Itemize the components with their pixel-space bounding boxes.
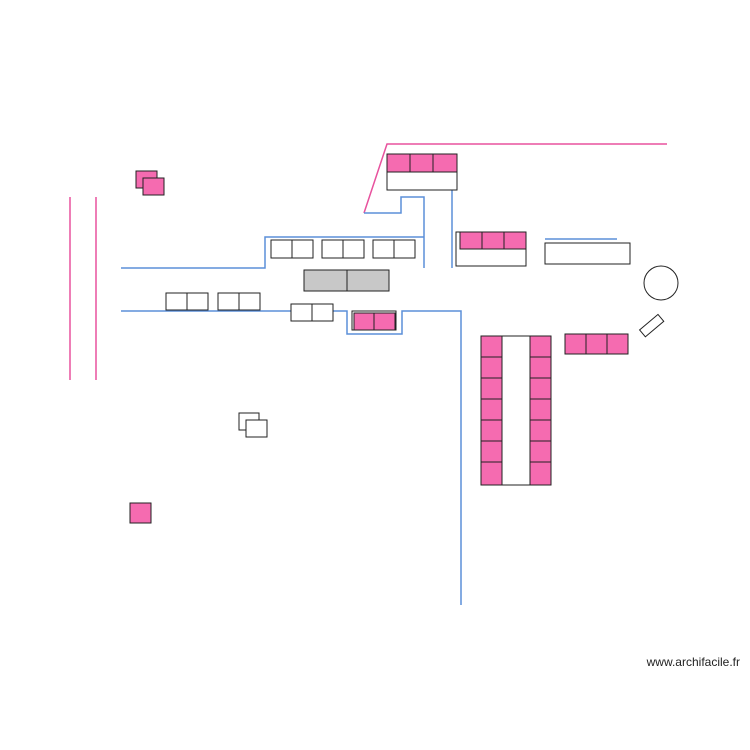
pink-cell bbox=[606, 333, 629, 355]
watermark-text: www.archifacile.fr bbox=[646, 655, 740, 669]
white-square bbox=[245, 419, 268, 438]
chair-left bbox=[480, 461, 503, 486]
single-pink-square bbox=[129, 502, 152, 524]
chair-right bbox=[529, 335, 552, 358]
pink-boundary-lines bbox=[69, 143, 667, 380]
white-cell bbox=[342, 239, 365, 259]
pink-cell bbox=[481, 231, 505, 250]
overlapping-white-squares bbox=[238, 412, 268, 438]
pink-square bbox=[142, 177, 165, 196]
chair-right bbox=[529, 419, 552, 442]
top-block bbox=[386, 153, 458, 191]
chair-right bbox=[529, 398, 552, 421]
pink-cell bbox=[409, 153, 434, 173]
white-cell bbox=[217, 292, 240, 311]
pink-wall-top bbox=[363, 143, 667, 214]
right-pink-row bbox=[564, 333, 629, 355]
white-cell bbox=[290, 303, 313, 322]
pink-cell bbox=[564, 333, 587, 355]
upper-white-pairs bbox=[270, 239, 416, 259]
blue-wall-top-notch bbox=[364, 196, 425, 268]
pink-cell bbox=[373, 312, 396, 331]
white-cell bbox=[393, 239, 416, 259]
round-table bbox=[643, 265, 679, 301]
chair-left bbox=[480, 356, 503, 379]
white-cell bbox=[321, 239, 344, 259]
chair-right bbox=[529, 440, 552, 463]
right-upper-block bbox=[455, 231, 527, 267]
chair-left bbox=[480, 398, 503, 421]
pink-cell bbox=[585, 333, 608, 355]
pink-cell bbox=[432, 153, 458, 173]
white-cell bbox=[165, 292, 188, 311]
white-cell bbox=[291, 239, 314, 259]
top-left-pink-squares bbox=[135, 170, 165, 196]
white-cell bbox=[311, 303, 334, 322]
gray-block bbox=[303, 269, 390, 292]
blue-wall-upper-left bbox=[121, 236, 424, 269]
blue-walls bbox=[121, 190, 617, 605]
white-cell bbox=[270, 239, 293, 259]
chair-left bbox=[480, 377, 503, 400]
tilted-box bbox=[638, 313, 665, 338]
pink-cell bbox=[459, 231, 483, 250]
chair-left bbox=[480, 335, 503, 358]
gray-cell bbox=[346, 269, 390, 292]
pink-cell bbox=[503, 231, 527, 250]
notch-pink-pair bbox=[351, 310, 397, 331]
long-table bbox=[480, 335, 552, 486]
chair-right bbox=[529, 461, 552, 486]
gray-cell bbox=[303, 269, 348, 292]
lower-white-pairs bbox=[165, 292, 334, 322]
white-cell bbox=[186, 292, 209, 311]
pink-cell bbox=[386, 153, 411, 173]
white-cell bbox=[372, 239, 395, 259]
white-cell bbox=[238, 292, 261, 311]
chair-right bbox=[529, 377, 552, 400]
chair-right bbox=[529, 356, 552, 379]
chair-left bbox=[480, 419, 503, 442]
chair-left bbox=[480, 440, 503, 463]
long-white-box bbox=[544, 242, 631, 265]
blue-wall-lower bbox=[121, 310, 462, 605]
pink-cell bbox=[353, 312, 375, 331]
